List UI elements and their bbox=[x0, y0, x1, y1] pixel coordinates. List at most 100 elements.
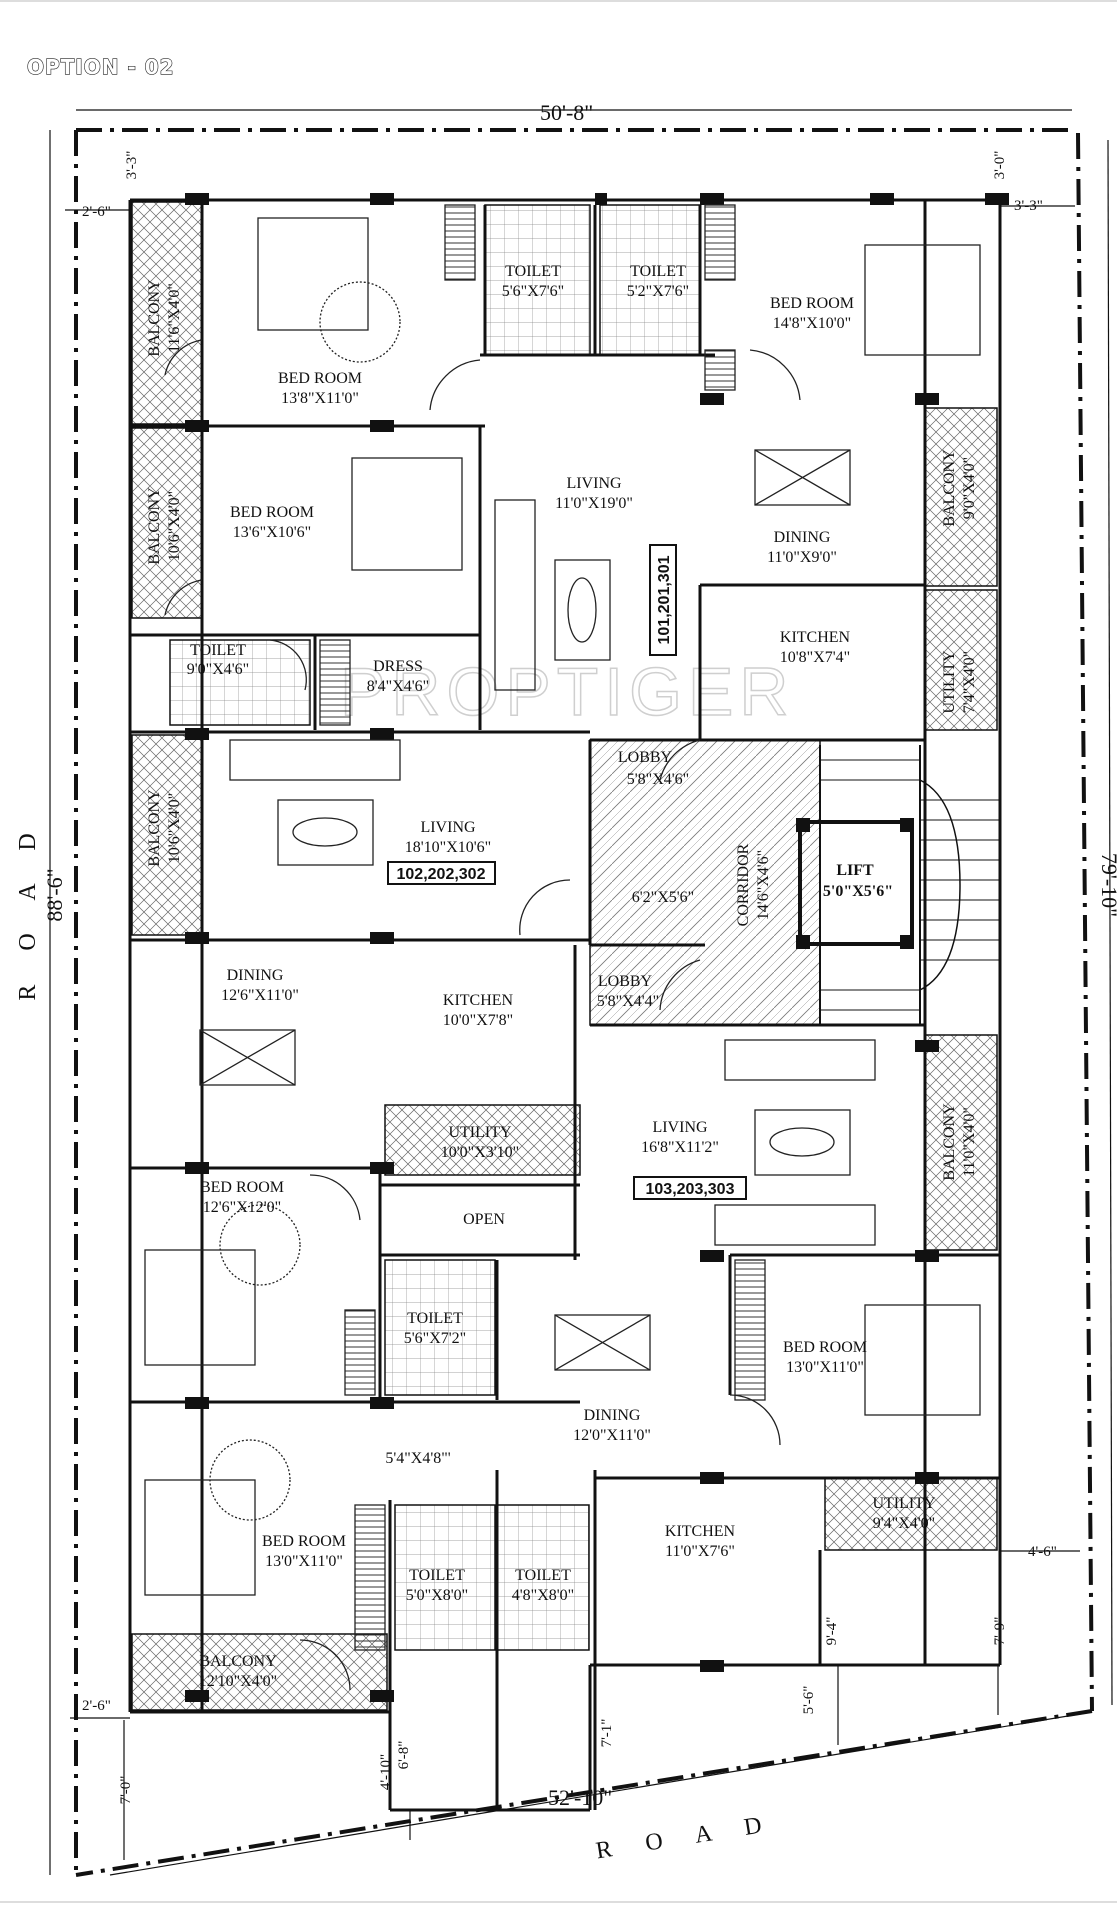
room-size: 10'0"X7'8" bbox=[443, 1012, 513, 1029]
coffee-table bbox=[554, 559, 611, 661]
balcony-right-2 bbox=[924, 1034, 998, 1251]
room-name: KITCHEN bbox=[443, 992, 514, 1009]
room-size: 14'6"X4'6" bbox=[755, 850, 772, 920]
room-name: BED ROOM bbox=[200, 1179, 284, 1196]
room-size: 13'0"X11'0" bbox=[265, 1553, 343, 1570]
room-size: 5'2"X7'6" bbox=[627, 283, 689, 300]
plan-title: OPTION - 02 bbox=[27, 55, 175, 79]
room-name: BALCONY bbox=[941, 449, 958, 527]
room-name: TOILET bbox=[505, 263, 561, 280]
room-name: KITCHEN bbox=[665, 1523, 736, 1540]
road-label-bottom: R O A D bbox=[594, 1810, 777, 1864]
coffee-table bbox=[277, 799, 374, 866]
unit-code-2: 102,202,302 bbox=[397, 866, 486, 883]
room-name: LOBBY bbox=[598, 973, 653, 990]
room-size: 11'0"X19'0" bbox=[555, 495, 633, 512]
unit-code-1: 101,201,301 bbox=[656, 555, 673, 644]
dimension-lines bbox=[49, 109, 1113, 1876]
bed bbox=[351, 457, 463, 571]
building-walls bbox=[128, 198, 1002, 1812]
room-name: LOBBY bbox=[618, 749, 673, 766]
dining-table bbox=[554, 1314, 651, 1371]
room-name: BED ROOM bbox=[278, 370, 362, 387]
room-name: BALCONY bbox=[146, 279, 163, 357]
balcony-left-2 bbox=[131, 427, 203, 619]
room-size: 12'6"X11'0" bbox=[221, 987, 299, 1004]
dim-bottom-7: 7'-9" bbox=[992, 1617, 1008, 1646]
watermark: PROPTIGER bbox=[340, 654, 795, 730]
room-size: 5'6"X7'6" bbox=[502, 283, 564, 300]
room-name: TOILET bbox=[190, 642, 246, 659]
room-size: 11'0"X4'0" bbox=[961, 1107, 978, 1177]
room-name: BED ROOM bbox=[262, 1533, 346, 1550]
corridor bbox=[589, 739, 821, 1026]
room-size: 16'8"X11'2" bbox=[641, 1139, 719, 1156]
dim-left-height: 88'-6" bbox=[42, 868, 67, 921]
room-size: 10'8"X7'4" bbox=[780, 649, 850, 666]
room-name: DINING bbox=[584, 1407, 641, 1424]
room-size: 5'6"X7'2" bbox=[404, 1330, 466, 1347]
dim-right-height: 79'-10" bbox=[1097, 853, 1117, 917]
room-size: 12'6"X12'0" bbox=[203, 1199, 281, 1216]
room-name: LIVING bbox=[652, 1119, 708, 1136]
dimension-labels: 50'-8" 52'-10" 88'-6" 79'-10" 3'-3" 3'-0… bbox=[42, 100, 1117, 1810]
room-size: 11'0"X7'6" bbox=[665, 1543, 735, 1560]
room-name: LIFT bbox=[836, 862, 874, 879]
utility-bottom-right bbox=[824, 1477, 998, 1551]
bed bbox=[864, 244, 981, 356]
room-name: DRESS bbox=[373, 658, 423, 675]
balcony-bottom bbox=[131, 1633, 388, 1711]
room-name: OPEN bbox=[463, 1211, 505, 1228]
room-name: BALCONY bbox=[199, 1653, 277, 1670]
room-size: 8'4"X4'6" bbox=[367, 678, 429, 695]
room-size: 13'6"X10'6" bbox=[233, 524, 311, 541]
dining-table bbox=[754, 449, 851, 506]
room-name: DINING bbox=[227, 967, 284, 984]
room-size: 10'6"X4'0" bbox=[166, 491, 183, 561]
toilet-tiles bbox=[169, 204, 701, 1651]
dim-setback-right-top: 3'-3" bbox=[1014, 198, 1043, 214]
dim-setback-top-left: 3'-3" bbox=[124, 151, 140, 180]
room-size: 10'6"X4'0" bbox=[166, 793, 183, 863]
room-size: 12'10"X4'0" bbox=[199, 1673, 277, 1690]
dim-setback-right-mid: 4'-6" bbox=[1028, 1544, 1057, 1560]
room-name: UTILITY bbox=[941, 650, 958, 714]
utility-mid bbox=[384, 1104, 581, 1176]
room-name: BALCONY bbox=[941, 1103, 958, 1181]
dim-top-width: 50'-8" bbox=[540, 100, 593, 125]
room-size: 5'8"X4'4" bbox=[597, 993, 659, 1010]
columns bbox=[185, 193, 1009, 1702]
dim-bottom-1: 7'-0" bbox=[118, 1776, 134, 1805]
room-name: TOILET bbox=[515, 1567, 571, 1584]
unit-codes: 101,201,301 102,202,302 103,203,303 bbox=[387, 544, 747, 1200]
room-size: 11'6"X4'0" bbox=[166, 283, 183, 353]
dim-setback-top-right: 3'-0" bbox=[992, 151, 1008, 180]
room-size: 5'8"X4'6" bbox=[627, 771, 689, 788]
bed bbox=[257, 217, 369, 331]
dim-bottom-6: 9'-4" bbox=[824, 1617, 840, 1646]
dim-bottom-3: 6'-8" bbox=[396, 1741, 412, 1770]
room-name: CORRIDOR bbox=[735, 843, 752, 926]
room-size: 4'8"X8'0" bbox=[512, 1587, 574, 1604]
bed bbox=[144, 1249, 256, 1366]
dining-table bbox=[199, 1029, 296, 1086]
room-size: 12'0"X11'0" bbox=[573, 1427, 651, 1444]
room-size: 9'0"X4'6" bbox=[187, 661, 249, 678]
room-size: 5'0"X5'6" bbox=[823, 883, 893, 900]
room-size: 9'0"X4'0" bbox=[961, 457, 978, 519]
utility-right bbox=[924, 589, 998, 731]
room-labels: BALCONY 11'6"X4'0" BED ROOM 13'8"X11'0" … bbox=[146, 263, 978, 1690]
balcony-right-1 bbox=[924, 407, 998, 587]
room-size: 7'4"X4'0" bbox=[961, 651, 978, 713]
coffee-table bbox=[754, 1109, 851, 1176]
room-size: 13'0"X11'0" bbox=[786, 1359, 864, 1376]
room-size: 10'0"X3'10" bbox=[441, 1144, 519, 1161]
furniture bbox=[144, 204, 981, 1691]
room-name: BALCONY bbox=[146, 487, 163, 565]
room-size: 6'2"X5'6" bbox=[632, 889, 694, 906]
room-size: 5'0"X8'0" bbox=[406, 1587, 468, 1604]
room-name: LIVING bbox=[566, 475, 622, 492]
plot-boundary bbox=[74, 128, 1094, 1877]
balcony-left-3 bbox=[131, 734, 203, 936]
hatched-areas bbox=[131, 201, 998, 1711]
